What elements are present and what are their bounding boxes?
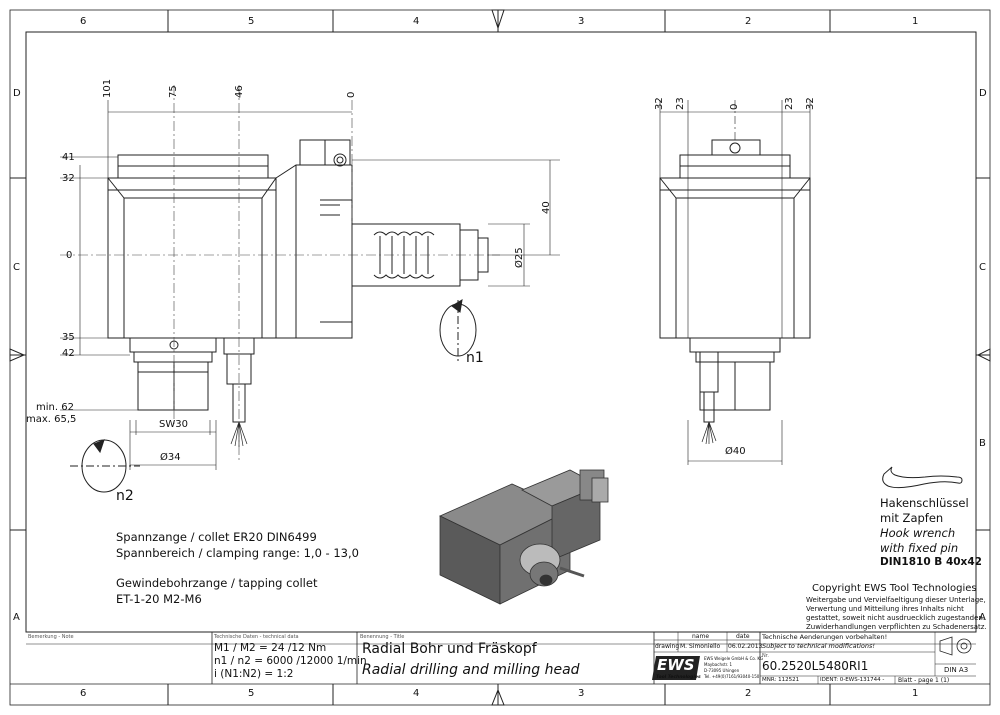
grid-row-b-right: B <box>979 438 986 449</box>
tb-techdata-label: Technische Daten - technical data <box>214 634 299 640</box>
tb-benennung-label: Benennung - Title <box>360 634 405 640</box>
grid-col-6-top: 6 <box>80 16 87 27</box>
grid-col-5-top: 5 <box>248 16 255 27</box>
grid-row-a-left: A <box>13 612 20 623</box>
grid-row-c-left: C <box>13 262 20 273</box>
tb-title-en: Radial drilling and milling head <box>362 662 580 678</box>
tb-company-1: EWS Weigele GmbH & Co. KG <box>704 656 764 661</box>
grid-col-2-bottom: 2 <box>745 688 752 699</box>
wrench-line-2: mit Zapfen <box>880 511 944 525</box>
dim-0-top: 0 <box>346 91 357 98</box>
grid-row-d-right: D <box>979 88 987 99</box>
wrench-line-1: Hakenschlüssel <box>880 496 969 510</box>
side-dim-23-right: 23 <box>784 97 795 110</box>
collet-note-1: Spannzange / collet ER20 DIN6499 <box>116 530 317 544</box>
copyright-line-1: Weitergabe und Vervielfaeltigung dieser … <box>806 596 986 604</box>
tb-ident: IDENT: 0-EWS-131744 - <box>820 677 885 683</box>
tb-drawing-name: M. Simoniello <box>680 643 721 650</box>
dim-101: 101 <box>102 78 113 98</box>
front-view <box>107 139 489 447</box>
tb-col-date: date <box>736 633 750 640</box>
tb-speed: n1 / n2 = 6000 /12000 1/min <box>214 655 367 667</box>
tb-ratio: i (N1:N2) = 1:2 <box>214 668 294 680</box>
side-dim-0: 0 <box>729 103 740 110</box>
grid-col-2-top: 2 <box>745 16 752 27</box>
projection-symbol-icon <box>939 636 972 656</box>
tb-company-4: Tel. +49(0)7161/93040-150 <box>704 674 760 679</box>
grid-row-c-right: C <box>979 262 986 273</box>
tb-logo-text: EWS <box>657 656 695 674</box>
grid-row-a-right: A <box>979 612 986 623</box>
wrench-line-4: with fixed pin <box>880 541 959 555</box>
tb-bemerkung-label: Bemerkung - Note <box>28 634 74 640</box>
tap-note-1: Gewindebohrzange / tapping collet <box>116 576 318 590</box>
tb-change-de: Technische Aenderungen vorbehalten! <box>762 633 888 641</box>
dim-max-65-5: max. 65,5 <box>26 414 77 425</box>
side-view <box>659 139 811 445</box>
ews-logo <box>652 656 700 680</box>
wrench-line-3: Hook wrench <box>880 526 956 540</box>
collet-note-2: Spannbereich / clamping range: 1,0 - 13,… <box>116 546 359 560</box>
rotation-arrow-n1 <box>439 299 477 362</box>
tb-nr-label: Nr. <box>762 653 769 659</box>
grid-col-4-top: 4 <box>413 16 420 27</box>
copyright-title: Copyright EWS Tool Technologies <box>812 583 977 594</box>
grid-col-3-bottom: 3 <box>578 688 585 699</box>
grid-col-1-bottom: 1 <box>912 688 919 699</box>
tb-part-number: 60.2520L5480RI1 <box>762 659 869 673</box>
tb-din: DIN A3 <box>944 666 969 674</box>
rotation-arrow-n2 <box>70 439 140 493</box>
dim-diameter-25: Ø25 <box>514 247 525 268</box>
dim-0-left: 0 <box>66 250 73 261</box>
title-block-lines <box>10 632 990 685</box>
wrench-line-5: DIN1810 B 40x42 <box>880 556 982 568</box>
centering-marks <box>9 9 991 706</box>
tb-title-de: Radial Bohr und Fräskopf <box>362 641 537 657</box>
tb-drawing-date: 06.02.2013 <box>728 643 763 650</box>
grid-col-6-bottom: 6 <box>80 688 87 699</box>
tb-torque: M1 / M2 = 24 /12 Nm <box>214 642 327 654</box>
copyright-line-4: Zuwiderhandlungen verpflichten zu Schade… <box>806 623 987 631</box>
copyright-line-3: gestattet, soweit nicht ausdruecklich zu… <box>806 614 986 622</box>
grid-row-d-left: D <box>13 88 21 99</box>
hook-wrench-icon <box>882 466 963 489</box>
dim-40-vertical: 40 <box>541 201 552 214</box>
grid-col-1-top: 1 <box>912 16 919 27</box>
label-n1: n1 <box>466 350 484 366</box>
tb-col-name: name <box>692 633 710 640</box>
dim-32: 32 <box>62 173 75 184</box>
side-dim-32-right: 32 <box>805 97 816 110</box>
side-dim-32-left: 32 <box>654 97 665 110</box>
dim-sw30: SW30 <box>159 419 188 430</box>
dim-min-62: min. 62 <box>36 402 74 413</box>
tb-change-en: Subject to technical modifications! <box>762 642 875 650</box>
iso-view <box>439 469 609 605</box>
grid-col-3-top: 3 <box>578 16 585 27</box>
dim-46: 46 <box>234 85 245 98</box>
label-n2: n2 <box>116 488 134 504</box>
side-dim-diameter-40: Ø40 <box>725 446 746 457</box>
tb-company-3: D-73095 Uhingen <box>704 668 740 673</box>
tb-company-2: Maybachstr. 1 <box>704 662 733 667</box>
dim-35: 35 <box>62 332 75 343</box>
front-centerlines <box>60 85 500 460</box>
tb-logo-sub: Tool Technologies <box>656 675 701 680</box>
dim-41: 41 <box>62 152 75 163</box>
dim-75: 75 <box>168 85 179 98</box>
side-dim-23-left: 23 <box>675 97 686 110</box>
copyright-line-2: Verwertung und Mitteilung ihres Inhalts … <box>806 605 964 613</box>
dim-diameter-34: Ø34 <box>160 452 181 463</box>
tb-mnr: MNR: 112521 <box>762 677 800 683</box>
tb-row-drawing: drawing <box>655 643 680 650</box>
grid-col-5-bottom: 5 <box>248 688 255 699</box>
side-dimension-lines <box>659 100 811 465</box>
front-dimension-lines <box>60 100 560 470</box>
tb-blatt: Blatt - page 1 (1) <box>898 677 950 684</box>
dim-42: 42 <box>62 348 75 359</box>
grid-col-4-bottom: 4 <box>413 688 420 699</box>
tap-note-2: ET-1-20 M2-M6 <box>116 592 202 606</box>
